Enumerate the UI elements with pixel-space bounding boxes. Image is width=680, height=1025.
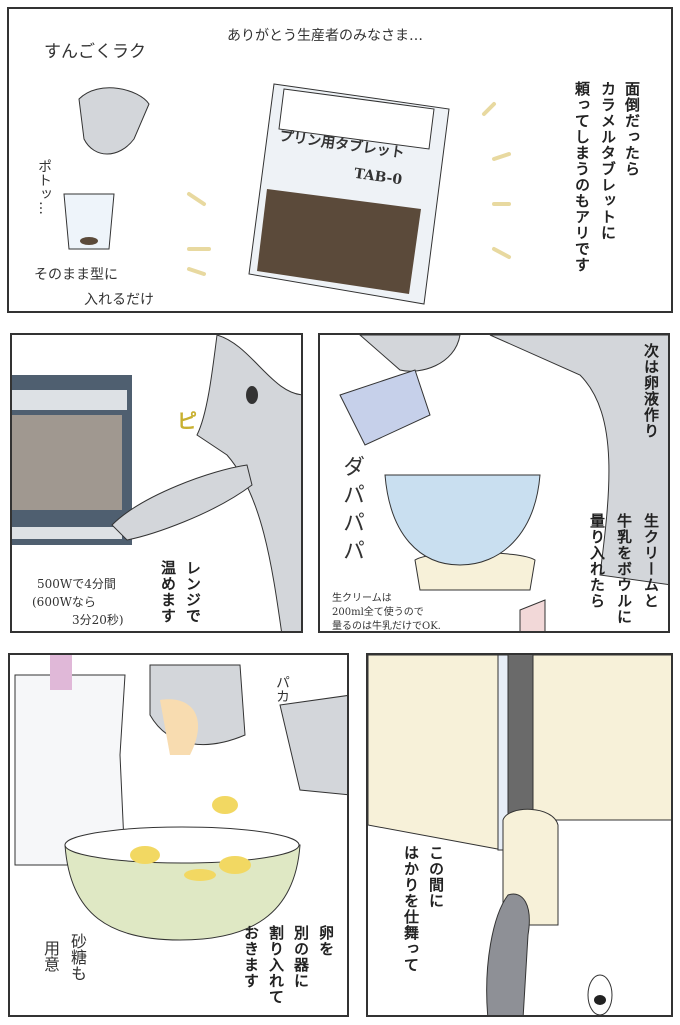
panel-caramel-tablet: すんごくラク ポトッ… そのまま型に 入れるだけ ありがとう生産者のみなさま… … [7,7,673,313]
yolk-drawing [212,796,238,814]
note-line-2: (600Wなら [32,595,96,609]
paw-drawing [486,893,530,1015]
note-line-3: 量るのは牛乳だけでOK. [332,621,441,632]
paw-right-drawing [279,695,347,796]
note-line-1: 500Wで4分間 [37,577,116,591]
narration-col-1: この間に [427,845,445,909]
narration-col-1: レンジで [184,560,202,624]
cream-carton-drawing [519,599,546,631]
yolk-drawing [219,856,251,874]
package-caramel-window [257,189,421,294]
note-line-1: 生クリームは [332,593,392,604]
panel-microwave: ピ 500Wで4分間 (600Wなら 3分20秒) レンジで 温めます [10,333,303,633]
note-line-2: 200ml全て使うので [332,607,424,618]
panel-crack-eggs: パカ 卵を 別の器に 割り入れて おきます 砂糖も 用意 [8,653,349,1017]
note-line-3: 3分20秒) [72,613,124,627]
narration-col-3: 頼ってしまうのもアリです [573,81,591,273]
side-note-1: 砂糖も [68,933,87,981]
narration-col-1: 卵を [317,925,335,957]
bag-clip-drawing [50,655,72,690]
yolk-drawing [130,846,160,864]
sugar-bag-drawing [14,674,126,866]
carton-drawing [339,369,431,446]
paw-drawing [78,87,150,155]
caramel-tablet-illustration [63,83,511,305]
narration-col-2: 別の器に [292,925,310,989]
crack-eggs-illustration [14,655,347,941]
measure-milk-illustration [339,335,668,631]
narration-col-2: カラメルタブレットに [599,81,617,241]
sfx-beep: ピ [177,409,197,433]
hand-text-easy: すんごくラク [44,42,146,62]
narration-col-1: 面倒だったら [623,81,641,177]
narration-col-2: はかりを仕舞って [402,845,420,973]
cabinet-door-drawing [368,655,504,851]
side-note-2: 用意 [41,940,60,972]
caption-bottom-2: 入れるだけ [84,292,154,308]
caption-bottom-1: そのまま型に [34,267,118,283]
narration-col-4: おきます [242,925,260,989]
dog-arm-drawing [111,464,253,541]
cup-drawing [63,193,115,250]
narration-col-2: 温めます [159,560,177,624]
yolk-drawing [184,869,216,881]
narration-col-1: 生クリームと [642,513,660,609]
microwave-illustration [12,335,301,631]
sfx-pour: ダパパパ [339,455,364,567]
sfx-crack: パカ [274,675,290,703]
narration-col-3: 割り入れて [267,925,285,1005]
dog-drawing [489,335,668,585]
thanks-text: ありがとう生産者のみなさま… [227,28,423,44]
store-scale-illustration [368,655,671,1015]
narration-top: 次は卵液作り [642,343,660,439]
narration-col-2: 牛乳をボウルに [615,513,633,625]
sfx-drop: ポトッ… [36,159,52,215]
panel-store-scale: この間に はかりを仕舞って [366,653,673,1017]
narration-col-3: 量り入れたら [588,513,606,609]
bowl-drawing [384,474,541,566]
panel-measure-milk: 次は卵液作り 生クリームと 牛乳をボウルに 量り入れたら ダパパパ 生クリームは… [318,333,670,633]
tablet-drawing [80,237,98,245]
